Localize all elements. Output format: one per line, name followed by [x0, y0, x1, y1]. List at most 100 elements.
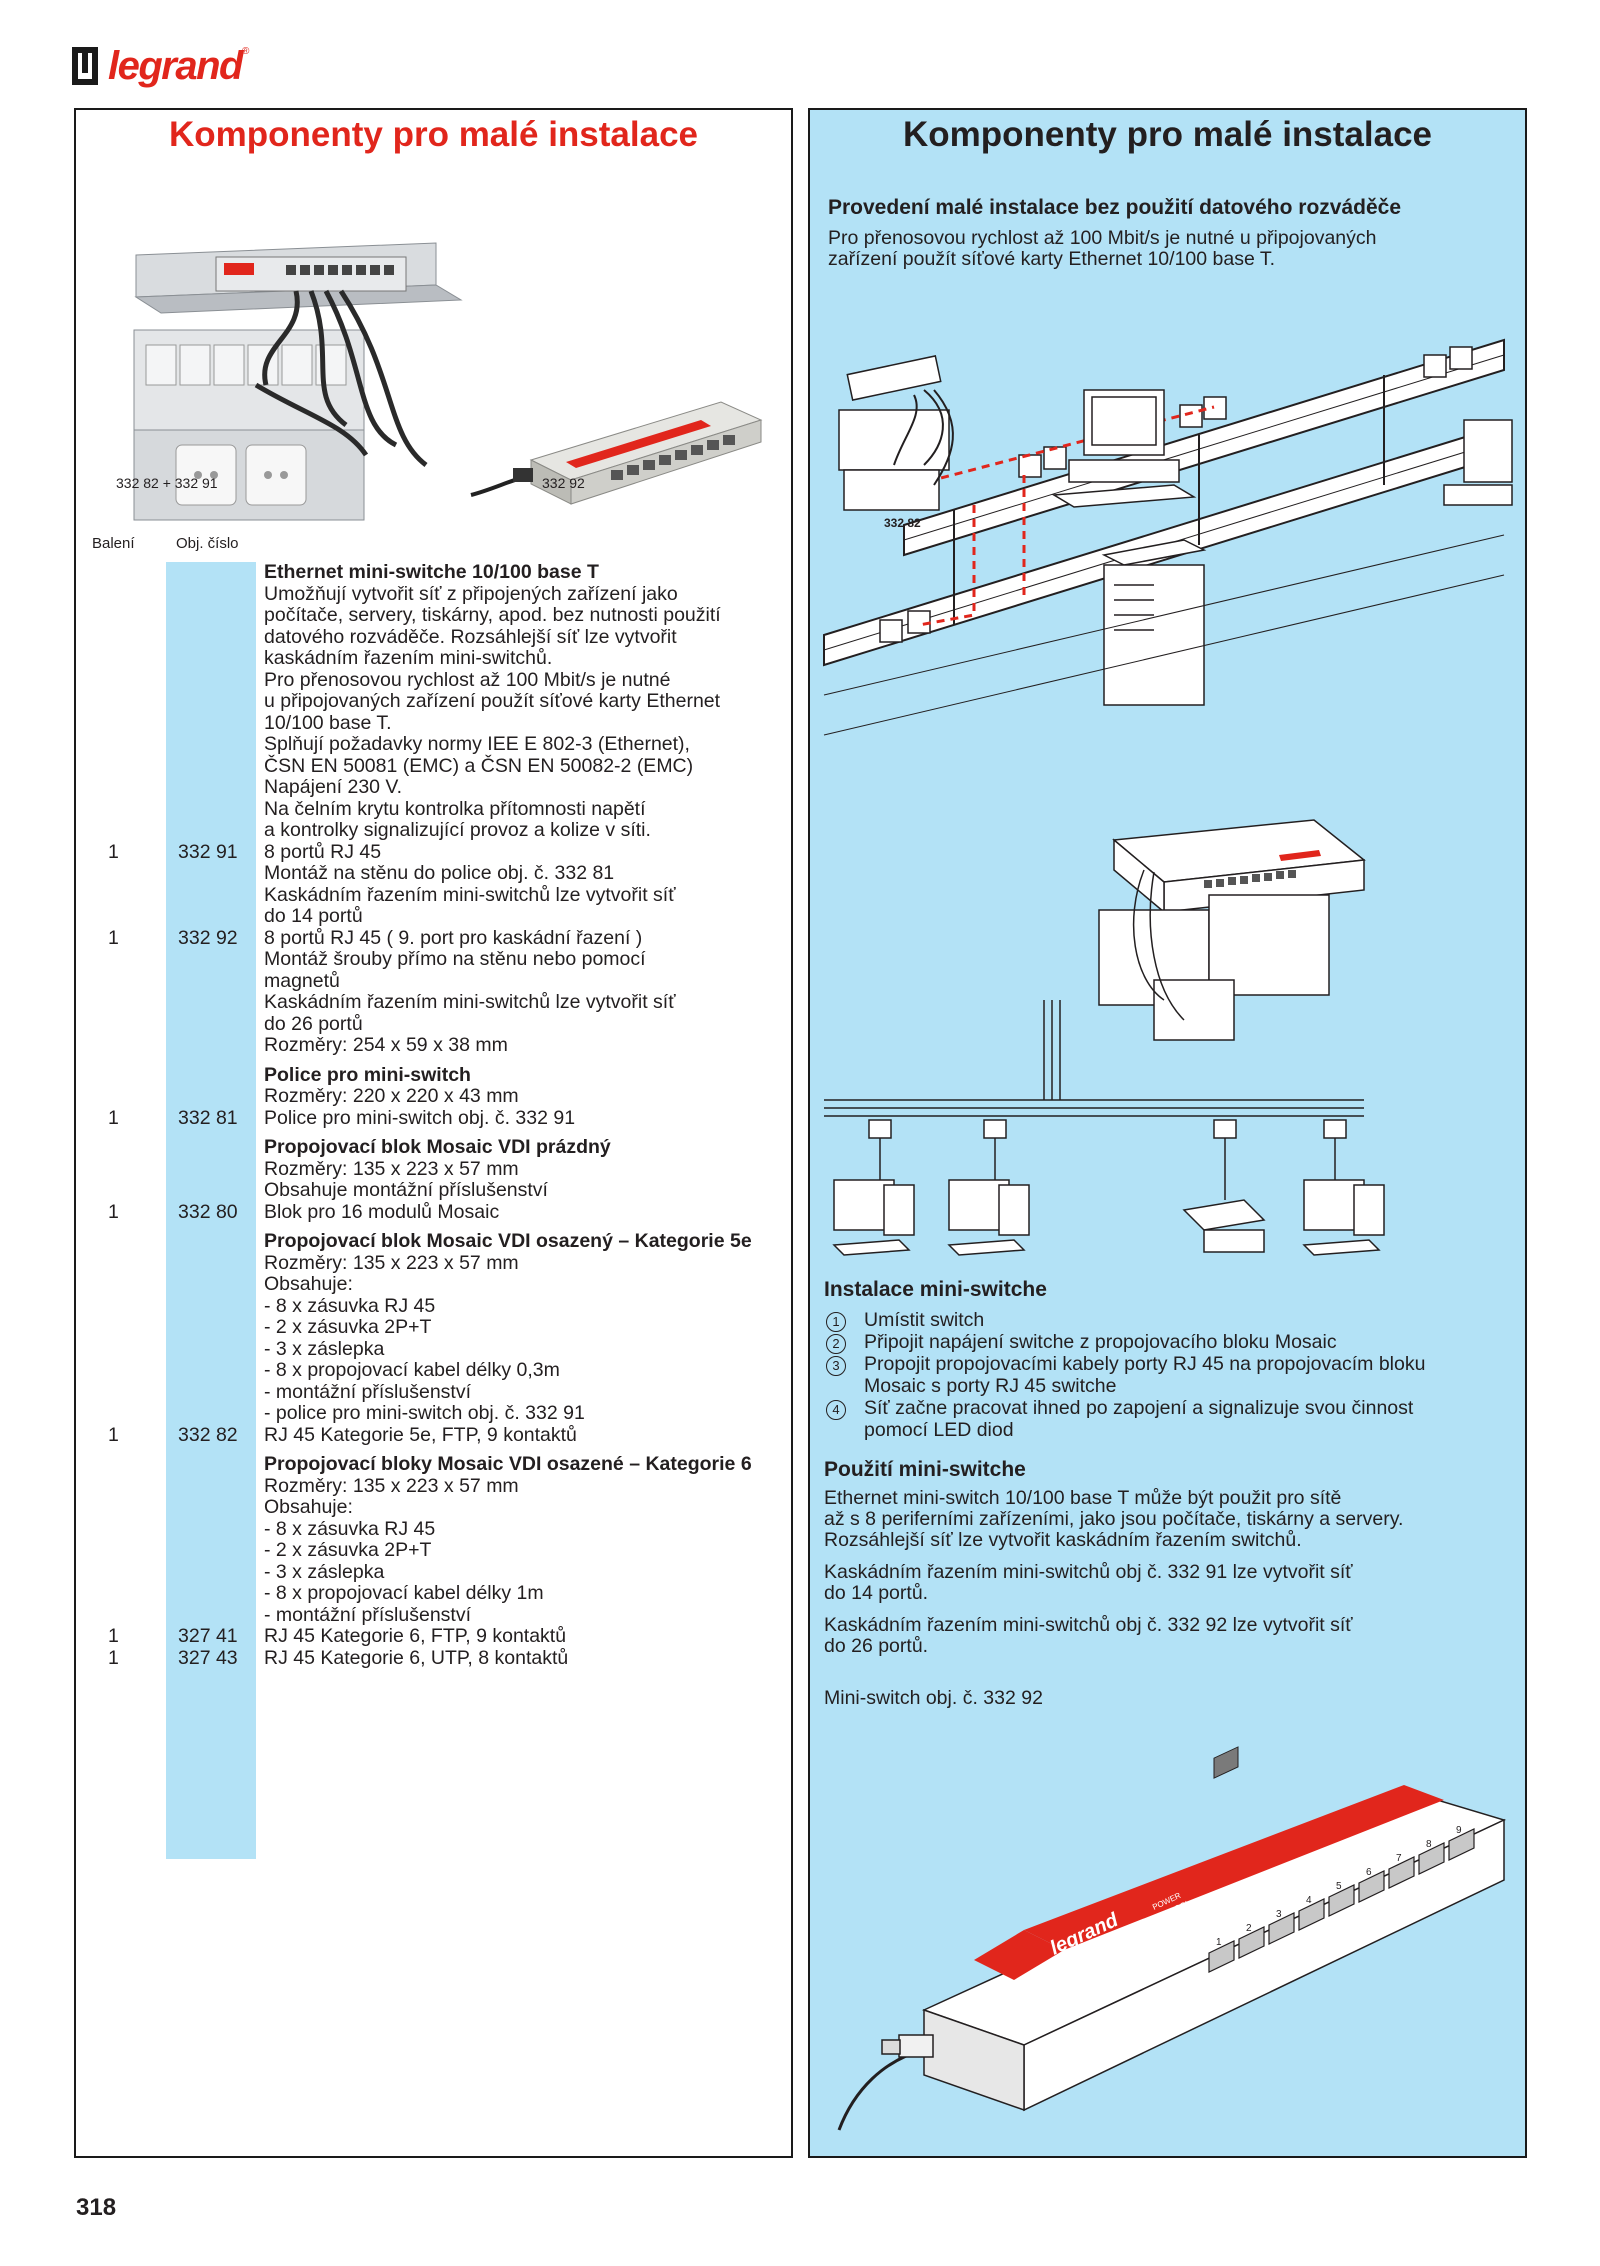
description-cell: Kaskádním řazením mini-switchů lze vytvo…	[264, 991, 676, 1013]
table-row: - 8 x propojovací kabel délky 0,3m	[76, 1359, 795, 1382]
caption-332-82-332-91: 332 82 + 332 91	[116, 475, 218, 491]
description-cell: Rozměry: 135 x 223 x 57 mm	[264, 1474, 519, 1497]
packing-cell	[76, 885, 166, 907]
order-number-cell: 332 82	[178, 1423, 238, 1446]
section-heading-small-installation: Provedení malé instalace bez použití dat…	[828, 196, 1402, 219]
description-cell: - 8 x zásuvka RJ 45	[264, 1517, 436, 1540]
port-number-label: 5	[1336, 1881, 1342, 1892]
order-number-cell	[166, 1454, 256, 1476]
packing-cell	[76, 1454, 166, 1476]
order-number-cell	[166, 1382, 256, 1404]
description-cell: Rozměry: 135 x 223 x 57 mm	[264, 1157, 519, 1180]
order-number-cell	[166, 734, 256, 756]
description-cell: Obsahuje:	[264, 1273, 353, 1295]
order-number-cell	[166, 1562, 256, 1584]
order-number-cell	[166, 799, 256, 821]
order-number-cell	[166, 1605, 256, 1627]
packing-cell: 1	[108, 1646, 119, 1669]
order-number-cell	[166, 777, 256, 799]
table-row: Montáž na stěnu do police obj. č. 332 81	[76, 862, 795, 885]
packing-cell: 1	[108, 1423, 119, 1446]
legrand-logo-text: legrand	[108, 43, 243, 88]
table-row: počítače, servery, tiskárny, apod. bez n…	[76, 604, 795, 627]
product-group-heading-row: Propojovací bloky Mosaic VDI osazené – K…	[76, 1453, 795, 1476]
order-number-cell	[166, 1497, 256, 1519]
table-row: - 8 x zásuvka RJ 45	[76, 1295, 795, 1318]
packing-cell: 1	[108, 1200, 119, 1223]
port-number-label: 4	[1306, 1895, 1312, 1906]
table-row: Obsahuje:	[76, 1273, 795, 1296]
packing-cell	[76, 627, 166, 649]
description-cell: Pro přenosovou rychlost až 100 Mbit/s je…	[264, 668, 671, 691]
usage-text-2: až s 8 periferními zařízeními, jako jsou…	[824, 1508, 1404, 1530]
description-cell: Police pro mini-switch obj. č. 332 91	[264, 1106, 576, 1129]
order-number-cell	[166, 1540, 256, 1562]
description-cell: - 2 x zásuvka 2P+T	[264, 1316, 432, 1338]
table-row: kaskádním řazením mini-switchů.	[76, 647, 795, 670]
description-cell: Blok pro 16 modulů Mosaic	[264, 1200, 500, 1223]
order-number-cell	[166, 1014, 256, 1036]
installation-diagram-building: 332 82	[823, 338, 1513, 736]
order-number-cell	[166, 1403, 256, 1425]
order-number-column-band	[166, 562, 256, 1859]
table-row: Obsahuje:	[76, 1496, 795, 1519]
order-number-cell	[166, 1159, 256, 1181]
order-number-cell	[166, 605, 256, 627]
order-number-cell	[166, 1583, 256, 1605]
port-number-label: 7	[1396, 1853, 1402, 1864]
step-number-badge: 3	[826, 1356, 846, 1376]
order-number-cell: 332 92	[178, 926, 238, 949]
table-row: Rozměry: 135 x 223 x 57 mm	[76, 1157, 795, 1181]
packing-cell	[76, 1605, 166, 1627]
packing-cell: 1	[108, 1625, 119, 1647]
description-cell: 8 portů RJ 45 ( 9. port pro kaskádní řaz…	[264, 926, 643, 949]
order-number-cell: 332 80	[178, 1200, 238, 1223]
table-row: - police pro mini-switch obj. č. 332 91	[76, 1402, 795, 1425]
order-number-cell	[166, 949, 256, 971]
description-cell: u připojovaných zařízení použít síťové k…	[264, 690, 721, 712]
packing-cell	[76, 1035, 166, 1057]
column-header-packing: Balení	[92, 535, 135, 552]
description-cell: Napájení 230 V.	[264, 776, 403, 798]
step-text: Mosaic s porty RJ 45 switche	[864, 1375, 1117, 1397]
table-row: Obsahuje montážní příslušenství	[76, 1179, 795, 1202]
table-row: Na čelním krytu kontrolka přítomnosti na…	[76, 798, 795, 821]
product-group-title: Ethernet mini-switche 10/100 base T	[264, 561, 599, 583]
table-row: 1 332 80 Blok pro 16 modulů Mosaic	[76, 1200, 795, 1224]
product-photo-332-92	[470, 401, 763, 505]
order-number-cell	[166, 756, 256, 778]
description-cell: Rozměry: 254 x 59 x 38 mm	[264, 1034, 508, 1056]
diagram-label-332-82: 332 82	[884, 516, 921, 530]
table-row: do 14 portů	[76, 905, 795, 928]
packing-cell	[76, 1065, 166, 1087]
table-row: Kaskádním řazením mini-switchů lze vytvo…	[76, 991, 795, 1014]
table-row: Rozměry: 220 x 220 x 43 mm	[76, 1085, 795, 1108]
packing-cell	[76, 562, 166, 584]
mini-switch-illustration: legrand POWER 10 M COL 100 M COL 1234567…	[837, 1746, 1507, 2131]
order-number-cell	[166, 1317, 256, 1339]
table-row: - 8 x zásuvka RJ 45	[76, 1517, 795, 1541]
packing-cell	[76, 906, 166, 928]
table-row: Umožňují vytvořit síť z připojených zaří…	[76, 583, 795, 606]
description-cell: - montážní příslušenství	[264, 1603, 471, 1626]
description-cell: - 8 x propojovací kabel délky 0,3m	[264, 1359, 560, 1381]
packing-cell	[76, 670, 166, 692]
order-number-cell	[166, 627, 256, 649]
packing-cell	[76, 1519, 166, 1541]
description-cell: Obsahuje montážní příslušenství	[264, 1179, 548, 1201]
section-text-line-1: Pro přenosovou rychlost až 100 Mbit/s je…	[828, 227, 1377, 249]
table-row: - 2 x zásuvka 2P+T	[76, 1316, 795, 1339]
packing-cell	[76, 1583, 166, 1605]
usage-text-5: do 14 portů.	[824, 1582, 929, 1604]
description-cell: - 2 x zásuvka 2P+T	[264, 1539, 432, 1561]
description-cell: 8 portů RJ 45	[264, 840, 382, 863]
packing-cell	[76, 1476, 166, 1498]
usage-text-3: Rozsáhlejší síť lze vytvořit kaskádním ř…	[824, 1529, 1302, 1551]
column-header-order-number: Obj. číslo	[176, 535, 239, 552]
registered-mark: ®	[241, 46, 250, 57]
